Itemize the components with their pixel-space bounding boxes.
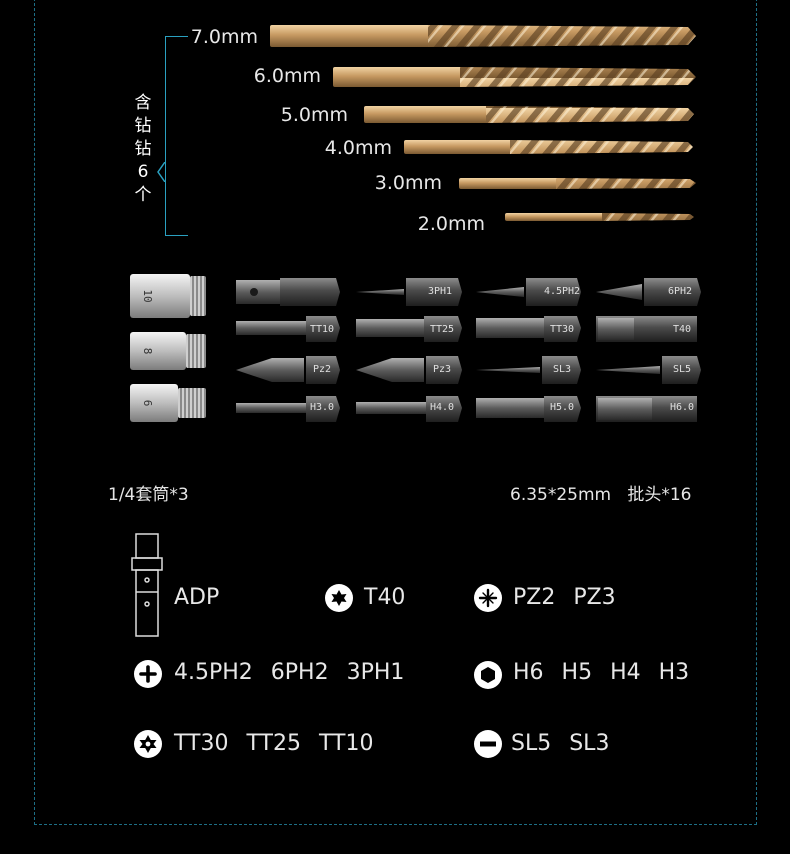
drill-label-5: 5.0mm: [280, 104, 348, 126]
bit-label-tt10: TT10: [309, 324, 335, 335]
bit-4-5ph2: [476, 278, 581, 306]
drill-group-label: 含 钻 钻 6 个: [134, 93, 152, 205]
socket-mark-6: 6: [141, 399, 154, 407]
bit-pz2: [236, 356, 340, 384]
bit-label-h3: H3.0: [309, 402, 335, 413]
bit-sl5: [596, 356, 701, 384]
bit-h4: [356, 396, 462, 422]
sockets-caption: 1/4套筒*3: [108, 485, 189, 505]
bit-label-h5: H5.0: [549, 402, 575, 413]
legend-t40: T40: [364, 585, 406, 610]
drill-bit-3: [459, 178, 696, 189]
drill-label-4: 4.0mm: [324, 137, 392, 159]
bit-adapter: [236, 278, 340, 306]
bit-sl3: [476, 356, 581, 384]
bit-label-t40: T40: [672, 324, 692, 335]
bit-label-tt25: TT25: [429, 324, 455, 335]
drill-label-7: 7.0mm: [190, 26, 258, 48]
drill-label-3: 3.0mm: [374, 172, 442, 194]
drill-bit-2: [505, 213, 694, 221]
socket-6: [130, 384, 206, 422]
phillips-icon: [134, 660, 162, 688]
bit-label-3ph1: 3PH1: [427, 286, 453, 297]
drill-bits: [270, 25, 696, 221]
bit-label-pz2: Pz2: [312, 364, 332, 375]
tamper-torx-icon: [134, 730, 162, 758]
sockets: [130, 274, 206, 422]
bit-tt10: [236, 316, 340, 342]
drill-bit-6: [333, 67, 696, 87]
bit-label-6ph2: 6PH2: [667, 286, 693, 297]
bit-3ph1: [356, 278, 462, 306]
socket-mark-10: 10: [141, 289, 154, 303]
pozidriv-icon: [474, 584, 502, 612]
drill-label-6: 6.0mm: [253, 65, 321, 87]
bit-h5: [476, 396, 581, 422]
drill-bracket: [165, 36, 188, 236]
bits-caption: 6.35*25mm 批头*16: [510, 485, 692, 505]
slotted-icon: [474, 730, 502, 758]
legend-adp: ADP: [174, 585, 220, 610]
bit-label-h6: H6.0: [669, 402, 695, 413]
bit-pz3: [356, 356, 462, 384]
torx-icon: [325, 584, 353, 612]
socket-8: [130, 332, 206, 370]
drill-bit-4: [404, 140, 693, 154]
bit-label-tt30: TT30: [549, 324, 575, 335]
bit-h6: [596, 396, 697, 422]
bit-label-sl5: SL5: [672, 364, 692, 375]
drill-bit-5: [364, 106, 694, 123]
hex-icon: [474, 661, 502, 689]
bit-h3: [236, 396, 340, 422]
bit-tt30: [476, 316, 581, 342]
adapter-outline-icon: [131, 533, 163, 637]
bit-label-sl3: SL3: [552, 364, 572, 375]
socket-mark-8: 8: [141, 347, 154, 355]
bit-label-pz3: Pz3: [432, 364, 452, 375]
socket-10: [130, 274, 206, 318]
dashed-frame: [34, 0, 757, 825]
bracket-notch: [157, 162, 166, 182]
bit-label-h4: H4.0: [429, 402, 455, 413]
drill-label-2: 2.0mm: [417, 213, 485, 235]
drill-bit-7: [270, 25, 696, 47]
bit-grid: [236, 278, 701, 422]
bit-tt25: [356, 316, 462, 342]
bit-t40: [596, 316, 697, 342]
bit-label-4-5ph2: 4.5PH2: [543, 286, 581, 297]
bit-6ph2: [596, 278, 701, 306]
